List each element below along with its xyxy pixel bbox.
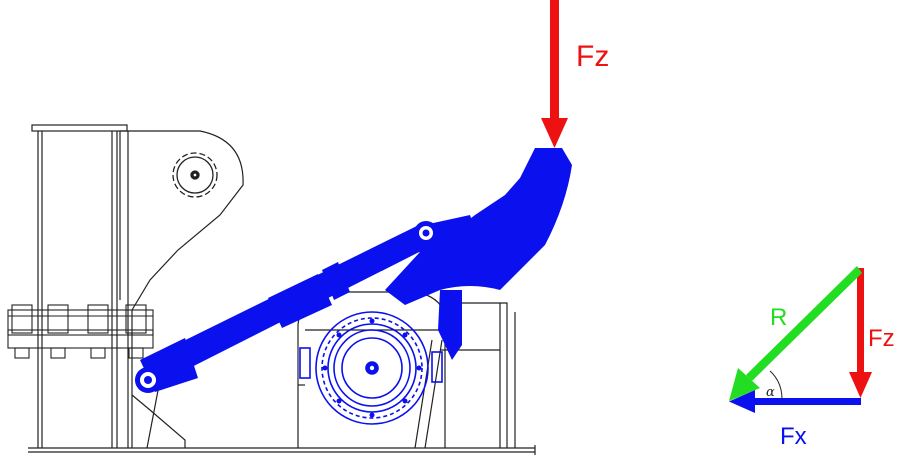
triangle-fz-label: Fz <box>868 325 895 352</box>
resultant-label: R <box>770 304 787 331</box>
angle-arc <box>769 370 783 400</box>
fx-vector <box>755 398 861 405</box>
blue-linkage <box>135 148 572 393</box>
fx-label: Fx <box>780 423 807 450</box>
cylinder-body <box>268 274 332 328</box>
resultant-vector <box>746 266 862 381</box>
machine-frame <box>28 124 536 455</box>
bolt-flange <box>7 304 154 359</box>
fz-vector <box>857 268 864 374</box>
drive-gear <box>299 311 443 425</box>
force-triangle <box>729 266 872 413</box>
main-force-label: Fz <box>576 40 609 73</box>
upper-pivot <box>172 152 218 198</box>
angle-label: α <box>766 385 775 400</box>
main-force-arrow <box>541 0 568 148</box>
gear-housing <box>297 291 516 449</box>
lever-arm <box>385 148 572 305</box>
